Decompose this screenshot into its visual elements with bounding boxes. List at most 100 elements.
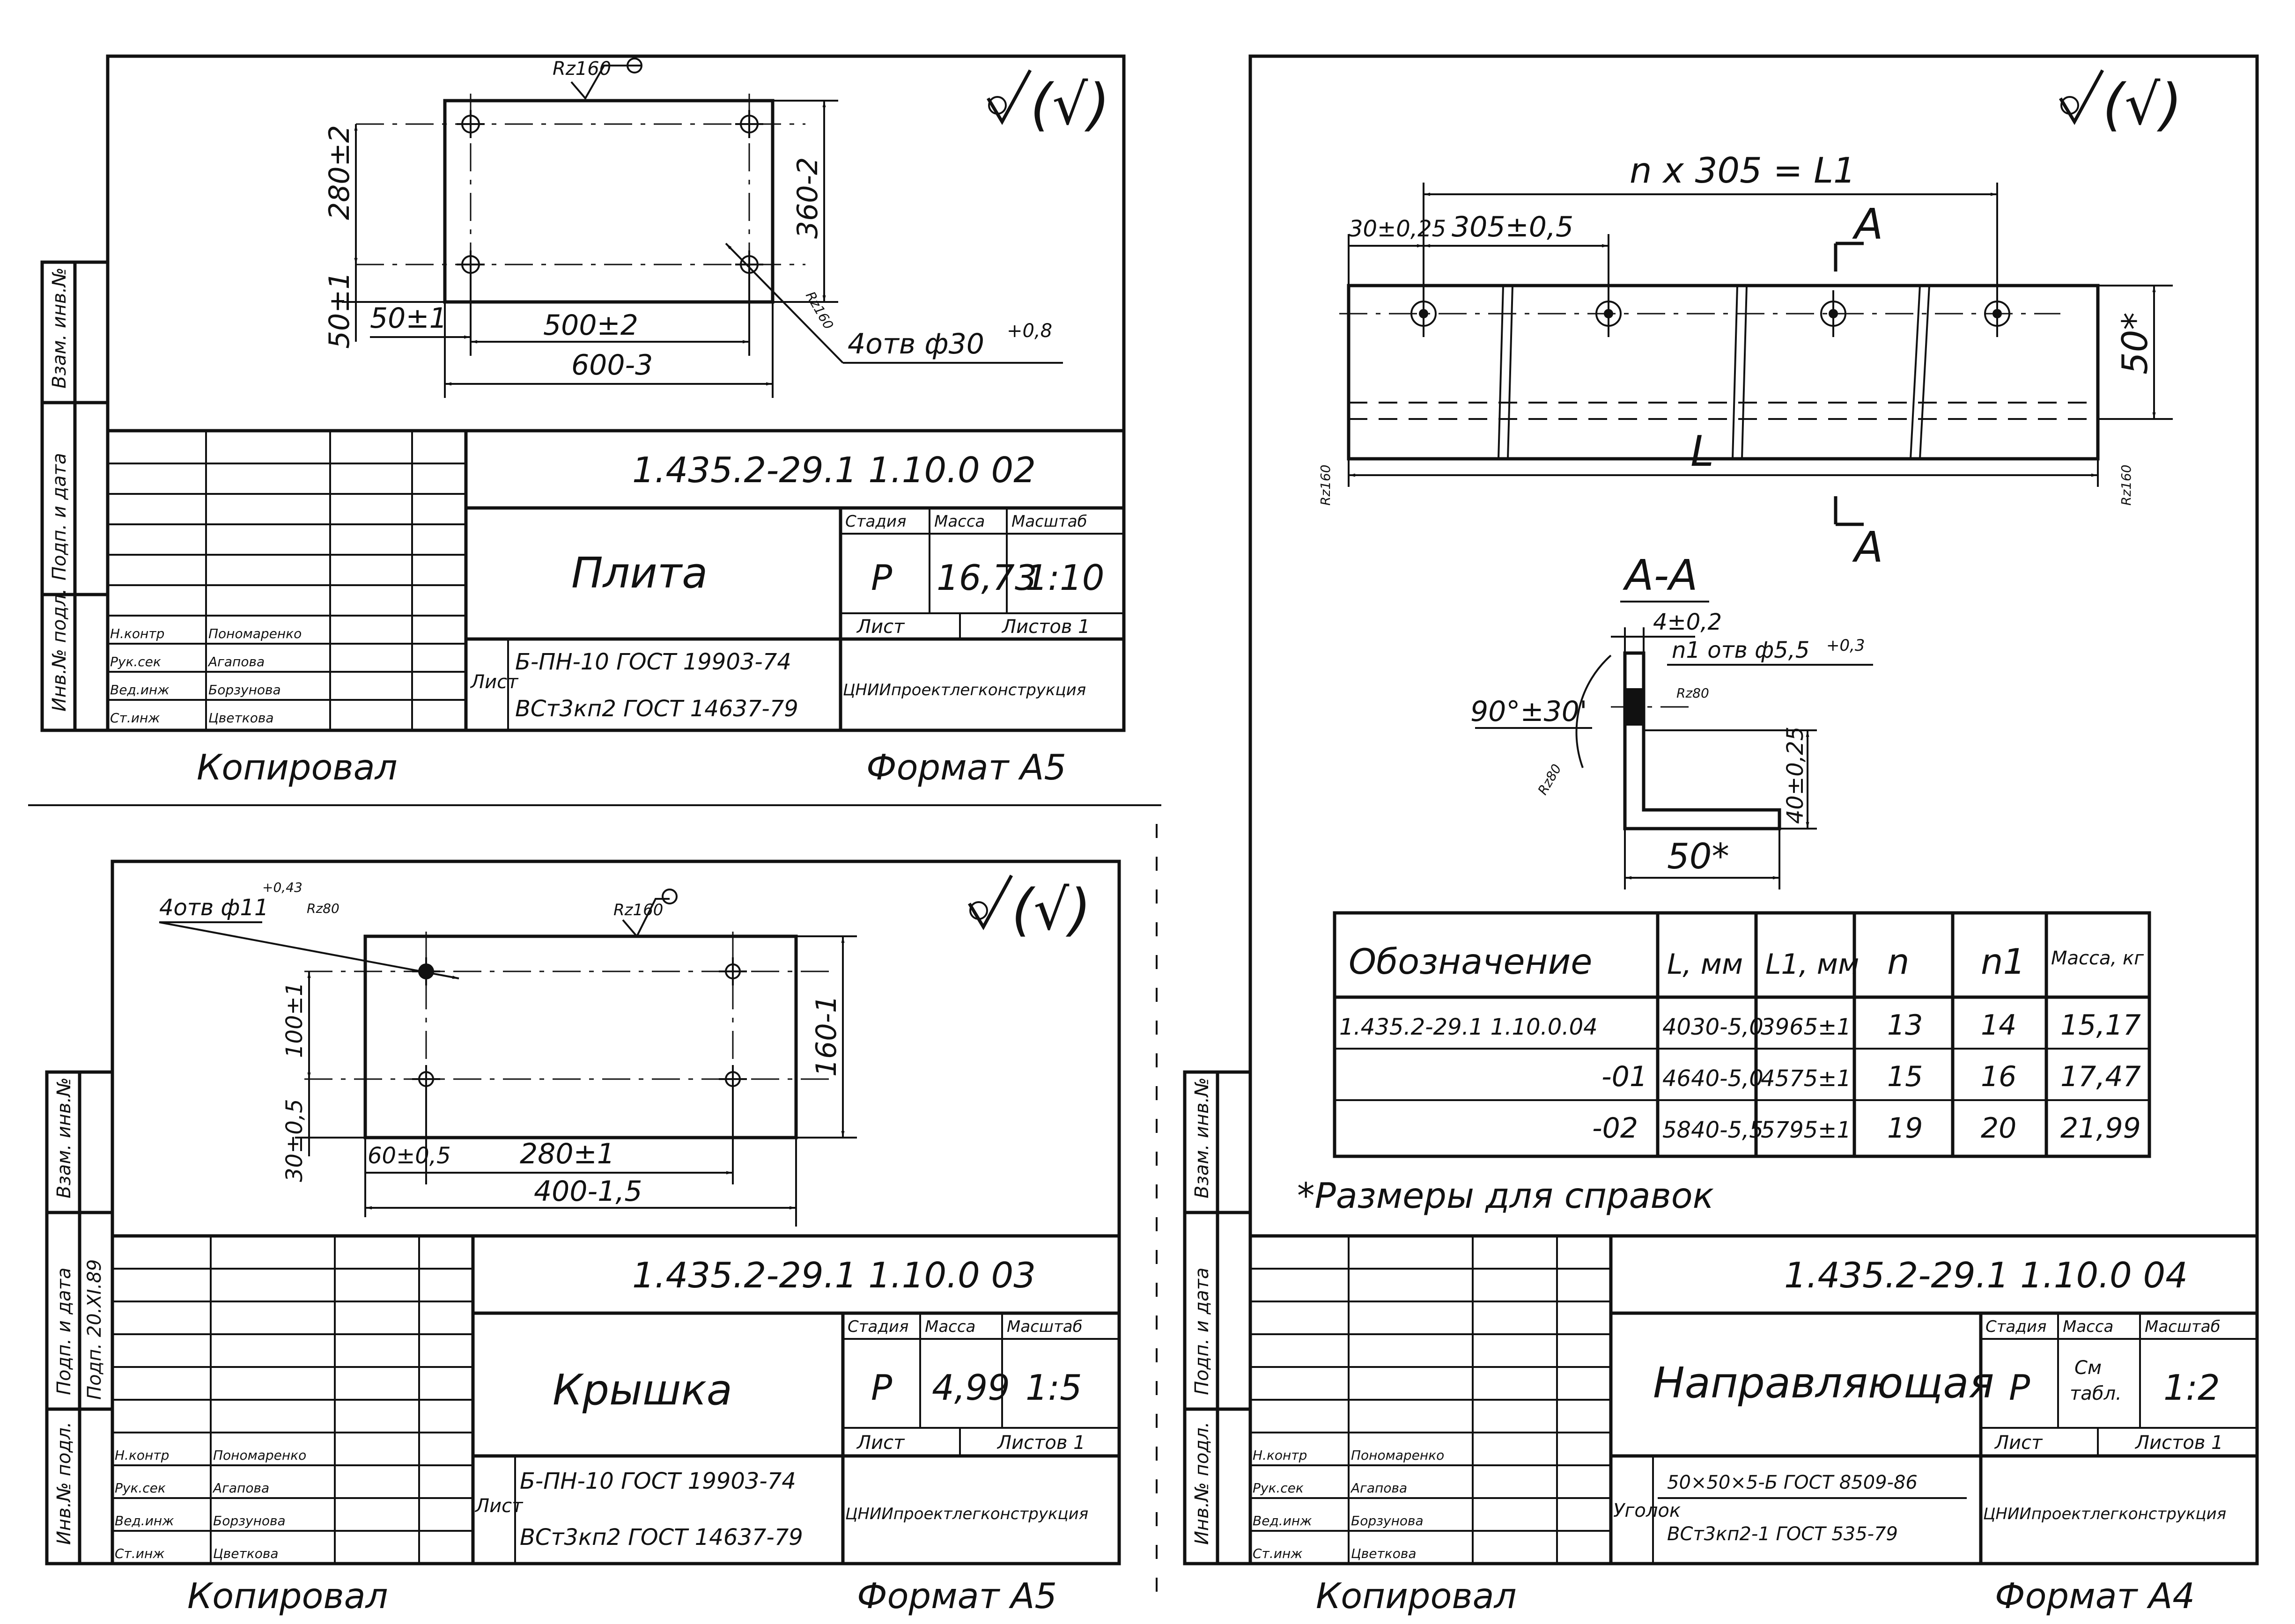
scale-value: 1:2 <box>2163 1367 2220 1408</box>
rz-top: Rz160 <box>553 58 611 80</box>
mass-line-2: табл. <box>2070 1383 2122 1404</box>
copied-label: Копировал <box>197 747 398 788</box>
signer-name: Борзунова <box>213 1513 286 1528</box>
drawing-code: 1.435.2-29.1 1.10.0 02 <box>632 449 1036 491</box>
signer-name: Цветкова <box>213 1546 278 1561</box>
profile-prefix: Уголок <box>1613 1500 1681 1521</box>
table-header: L1, мм <box>1765 948 1859 981</box>
table-cell: 20 <box>1981 1112 2016 1145</box>
dim-500: 500±2 <box>543 309 638 342</box>
mass-value: 4,99 <box>932 1367 1010 1408</box>
angle-elevation <box>1347 284 2100 461</box>
header-sheet: Лист <box>1994 1432 2043 1454</box>
hole <box>1820 290 1846 337</box>
holes-tolerance: +0,8 <box>1007 320 1052 342</box>
side-label-inv: Инв.№ подл. <box>49 588 70 712</box>
table-cell: 17,47 <box>2060 1060 2141 1093</box>
stage-value: Р <box>871 1367 893 1408</box>
scale-value: 1:10 <box>1026 557 1104 598</box>
table-header: n <box>1887 941 1910 982</box>
dim-280: 280±2 <box>323 125 356 220</box>
sheet-plate: Инв.№ подл. Подп. и дата Взам. инв.№ (√)… <box>40 54 1126 788</box>
section-title: А-А <box>1623 551 1698 600</box>
signer-name: Борзунова <box>1351 1513 1424 1528</box>
table-cell: 15 <box>1887 1060 1923 1093</box>
sheet-guide: Инв.№ подл. Подп. и дата Взам. инв.№ (√)… <box>1183 54 2259 1617</box>
signer-name: Агапова <box>207 654 265 669</box>
side-label-replace: Взам. инв.№ <box>53 1077 75 1198</box>
dim-400: 400-1,5 <box>534 1175 642 1208</box>
rz-section-a: Rz80 <box>1676 685 1709 701</box>
dim-600: 600-3 <box>571 349 653 382</box>
table-cell: 15,17 <box>2060 1009 2141 1042</box>
table-cell: 4640-5,0 <box>1662 1066 1764 1092</box>
organization: ЦНИИпроектлегконструкция <box>845 1505 1088 1523</box>
dim-40: 40±0,25 <box>1782 727 1808 824</box>
signer-name: Борзунова <box>208 682 281 698</box>
header-sheets: Листов 1 <box>2134 1432 2223 1454</box>
dim-305: 305±0,5 <box>1452 211 1573 243</box>
signer-role: Вед.инж <box>1253 1513 1312 1528</box>
stage-value: Р <box>871 557 893 598</box>
table-cell: 4575±1 <box>1761 1066 1851 1092</box>
format-label: Формат А5 <box>866 747 1066 788</box>
scale-value: 1:5 <box>1026 1367 1082 1408</box>
side-label-replace: Взам. инв.№ <box>49 267 70 389</box>
header-scale: Масштаб <box>1011 512 1087 531</box>
signer-role: Н.контр <box>115 1448 169 1463</box>
signer-name: Пономаренко <box>208 626 302 641</box>
side-label-replace: Взам. инв.№ <box>1191 1077 1213 1198</box>
roughness-mark <box>2059 69 2104 125</box>
side-signature: Подп. 20.XI.89 <box>84 1259 105 1400</box>
part-name: Плита <box>571 549 708 598</box>
dim-L: L <box>1690 427 1714 476</box>
copied-label: Копировал <box>1316 1575 1517 1617</box>
header-stage: Стадия <box>1985 1317 2046 1336</box>
signer-role: Ст.инж <box>110 710 160 726</box>
dim-100: 100±1 <box>281 982 308 1058</box>
roughness-note: (√) <box>1011 878 1091 943</box>
table-header: L, мм <box>1667 948 1743 981</box>
side-label-inv: Инв.№ подл. <box>53 1422 75 1545</box>
side-label-inv: Инв.№ подл. <box>1191 1422 1213 1545</box>
header-scale: Масштаб <box>1007 1317 1083 1336</box>
dim-60: 60±0,5 <box>368 1143 451 1169</box>
stage-value: Р <box>2009 1367 2030 1408</box>
table-cell: 1.435.2-29.1 1.10.0.04 <box>1339 1014 1598 1040</box>
hole <box>735 110 763 138</box>
signer-role: Ст.инж <box>1253 1546 1303 1561</box>
section-mark-bottom: А <box>1852 523 1883 572</box>
signer-role: Н.контр <box>1253 1448 1307 1463</box>
dim-280: 280±1 <box>520 1138 615 1170</box>
signer-role: Н.контр <box>110 626 164 641</box>
table-cell: -02 <box>1592 1112 1638 1145</box>
sheet-cover: Инв.№ подл. Подп. и дата Взам. инв.№ Под… <box>45 860 1121 1617</box>
part-name: Направляющая <box>1653 1359 1994 1408</box>
table-cell: 21,99 <box>2060 1112 2141 1145</box>
roughness-mark <box>967 874 1013 931</box>
side-label-sign: Подп. и дата <box>49 453 70 581</box>
drawing-code: 1.435.2-29.1 1.10.0 04 <box>1784 1255 2188 1296</box>
dim-30: 30±0,25 <box>1349 216 1446 242</box>
hole <box>719 957 747 985</box>
drawing-code: 1.435.2-29.1 1.10.0 03 <box>632 1255 1036 1296</box>
material-line-1: 50×50×5-Б ГОСТ 8509-86 <box>1667 1472 1918 1493</box>
title-block <box>106 429 1126 732</box>
data-table <box>1333 911 2151 1158</box>
dim-360: 360-2 <box>791 157 824 239</box>
dim-thickness: 4±0,2 <box>1653 609 1722 635</box>
table-cell: 16 <box>1981 1060 2016 1093</box>
signer-role: Рук.сек <box>115 1480 166 1496</box>
dim-n-L1: n x 305 = L1 <box>1630 150 1856 191</box>
table-cell: -01 <box>1601 1060 1647 1093</box>
material-prefix: Лист <box>470 671 519 693</box>
side-label-sign: Подп. и дата <box>53 1268 75 1395</box>
format-label: Формат А5 <box>857 1575 1057 1617</box>
dim-50-section: 50* <box>1667 836 1729 877</box>
rz-top: Rz160 <box>613 901 663 919</box>
roughness-mark <box>986 69 1032 125</box>
hole <box>1595 290 1622 337</box>
organization: ЦНИИпроектлегконструкция <box>1983 1505 2226 1523</box>
header-sheets: Листов 1 <box>996 1432 1085 1454</box>
